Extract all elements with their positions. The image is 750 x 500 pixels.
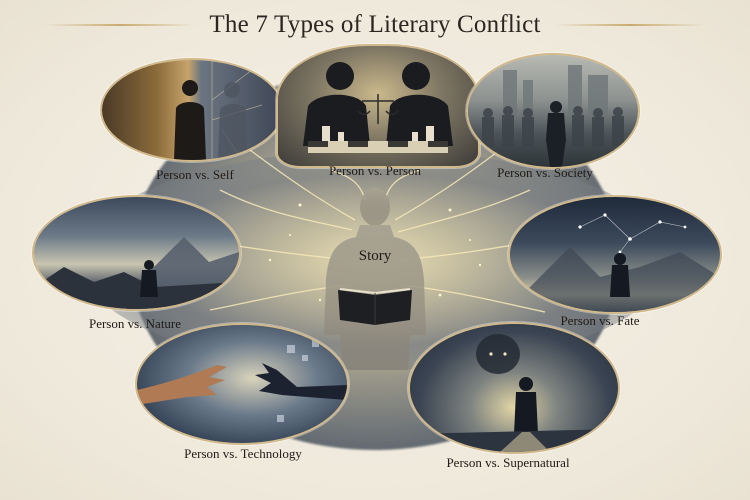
title-rule-left [45,24,196,26]
center-label: Story [358,248,392,264]
supernatural-icon [410,334,618,452]
panel-person-vs-nature [32,195,241,311]
constellation-icon [510,213,720,312]
title-rule-right [554,24,705,26]
mountain-icon [34,237,239,309]
panel-person-vs-technology [135,323,349,445]
panel-person-vs-fate [508,195,722,314]
panel-person-vs-self [100,58,284,162]
page-title: The 7 Types of Literary Conflict [209,11,541,38]
title-bar: The 7 Types of Literary Conflict [0,8,750,42]
reader-silhouette [324,188,426,370]
panel-person-vs-supernatural [408,322,620,454]
label-person-vs-supernatural: Person vs. Supernatural [446,455,570,470]
hands-reaching-icon [137,340,347,422]
label-person-vs-self: Person vs. Self [156,167,234,182]
crowd-icon [482,65,624,167]
label-person-vs-society: Person vs. Society [497,165,593,180]
person-duel-icon [303,62,453,153]
panel-person-vs-society [466,53,640,169]
self-figures-icon [174,60,263,160]
label-person-vs-technology: Person vs. Technology [184,446,302,461]
panel-person-vs-person [276,44,480,168]
label-person-vs-person: Person vs. Person [328,163,422,178]
